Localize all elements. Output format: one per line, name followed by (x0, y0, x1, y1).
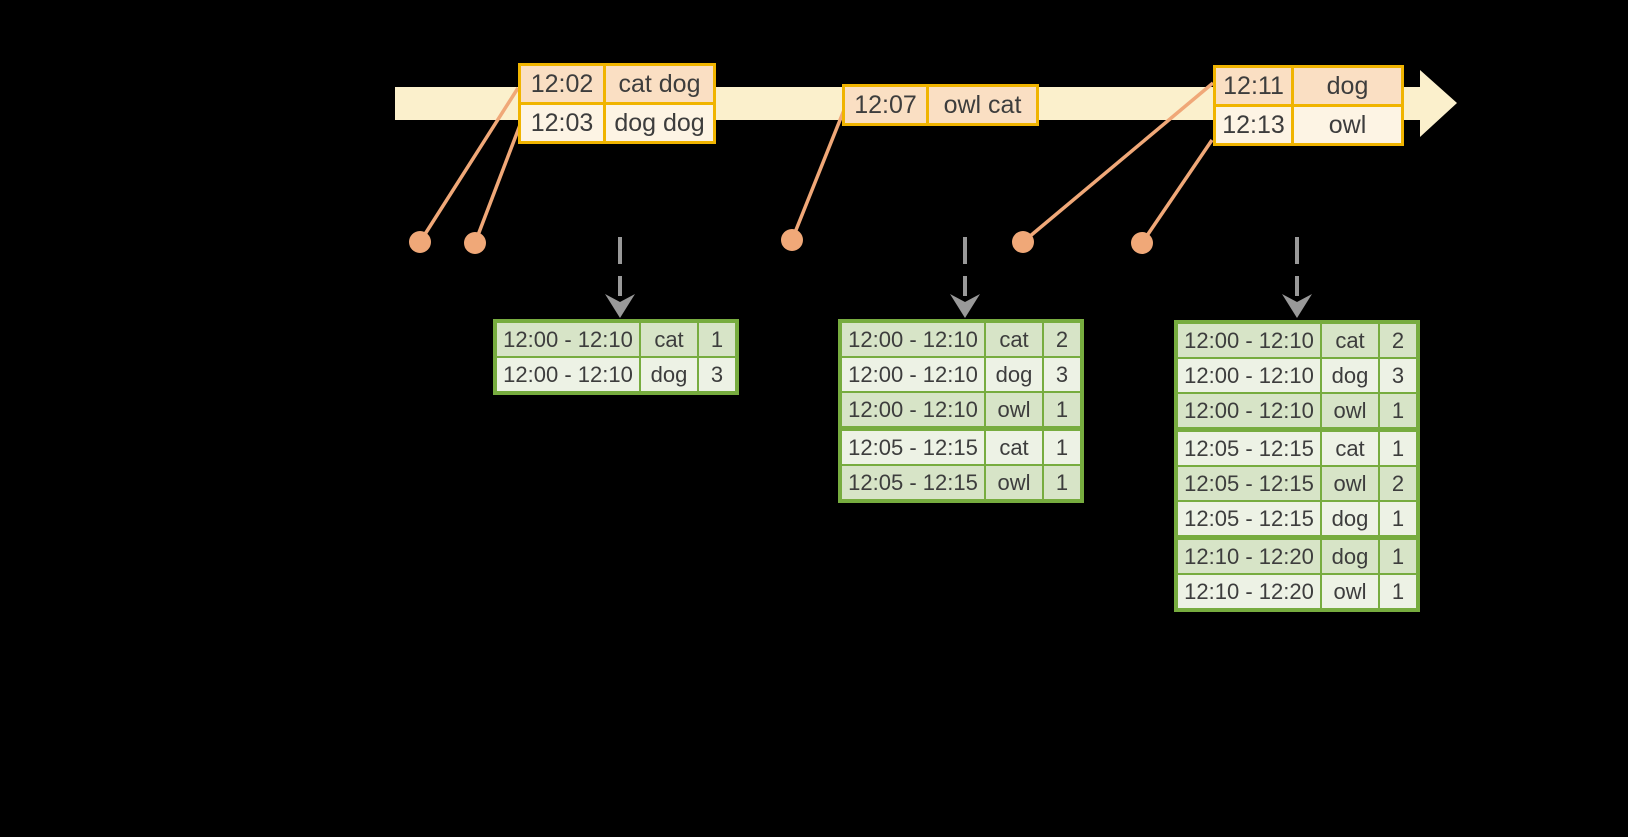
window-cell: 12:00 - 12:10 (497, 358, 639, 391)
result-row: 12:00 - 12:10 cat 1 (497, 323, 735, 356)
word-cell: owl (1322, 394, 1378, 427)
result-row: 12:10 - 12:20 dog 1 (1178, 540, 1416, 573)
result-row: 12:00 - 12:10 cat 2 (1178, 324, 1416, 357)
event-dot (464, 232, 486, 254)
window-cell: 12:10 - 12:20 (1178, 575, 1320, 608)
result-row: 12:00 - 12:10 dog 3 (497, 358, 735, 391)
result-row: 12:05 - 12:15 cat 1 (1178, 432, 1416, 465)
event-time: 12:03 (521, 105, 603, 141)
count-cell: 1 (1380, 394, 1416, 427)
window-cell: 12:05 - 12:15 (842, 466, 984, 499)
window-cell: 12:05 - 12:15 (1178, 502, 1320, 535)
word-cell: cat (1322, 324, 1378, 357)
count-cell: 3 (699, 358, 735, 391)
word-cell: dog (1322, 359, 1378, 392)
event-dot (781, 229, 803, 251)
word-cell: dog (1322, 502, 1378, 535)
window-cell: 12:05 - 12:15 (842, 431, 984, 464)
count-cell: 1 (1044, 466, 1080, 499)
word-cell: owl (986, 393, 1042, 426)
down-arrow-icon (1282, 294, 1312, 318)
event-dots (409, 229, 1153, 254)
connector-line (473, 124, 522, 244)
connector-line (1140, 139, 1214, 244)
count-cell: 1 (699, 323, 735, 356)
word-cell: dog (641, 358, 697, 391)
count-cell: 2 (1044, 323, 1080, 356)
word-cell: dog (1322, 540, 1378, 573)
word-cell: owl (986, 466, 1042, 499)
window-cell: 12:05 - 12:15 (1178, 432, 1320, 465)
result-row: 12:00 - 12:10 cat 2 (842, 323, 1080, 356)
count-cell: 1 (1380, 575, 1416, 608)
result-table-2: 12:00 - 12:10 cat 2 12:00 - 12:10 dog 3 … (838, 319, 1084, 503)
word-cell: cat (986, 431, 1042, 464)
event-table-1: 12:02 cat dog 12:03 dog dog (518, 63, 716, 144)
event-words: owl (1294, 107, 1401, 143)
count-cell: 1 (1380, 540, 1416, 573)
event-row: 12:11 dog (1216, 68, 1401, 104)
window-cell: 12:00 - 12:10 (842, 323, 984, 356)
result-row: 12:05 - 12:15 dog 1 (1178, 502, 1416, 535)
event-dot (409, 231, 431, 253)
timeline-arrow-head-icon (1420, 70, 1457, 137)
event-row: 12:02 cat dog (521, 66, 713, 102)
count-cell: 3 (1380, 359, 1416, 392)
event-words: dog (1294, 68, 1401, 104)
count-cell: 1 (1380, 432, 1416, 465)
result-row: 12:00 - 12:10 dog 3 (842, 358, 1080, 391)
event-words: cat dog (606, 66, 713, 102)
word-cell: cat (641, 323, 697, 356)
event-time: 12:02 (521, 66, 603, 102)
event-dot (1131, 232, 1153, 254)
window-cell: 12:00 - 12:10 (1178, 359, 1320, 392)
count-cell: 2 (1380, 324, 1416, 357)
window-cell: 12:00 - 12:10 (497, 323, 639, 356)
window-cell: 12:10 - 12:20 (1178, 540, 1320, 573)
result-table-3: 12:00 - 12:10 cat 2 12:00 - 12:10 dog 3 … (1174, 320, 1420, 612)
result-row: 12:05 - 12:15 cat 1 (842, 431, 1080, 464)
event-time: 12:13 (1216, 107, 1291, 143)
event-row: 12:13 owl (1216, 107, 1401, 143)
event-row: 12:03 dog dog (521, 105, 713, 141)
result-row: 12:10 - 12:20 owl 1 (1178, 575, 1416, 608)
event-time: 12:07 (845, 87, 926, 123)
window-cell: 12:00 - 12:10 (842, 358, 984, 391)
word-cell: owl (1322, 575, 1378, 608)
window-cell: 12:00 - 12:10 (842, 393, 984, 426)
event-words: dog dog (606, 105, 713, 141)
event-time: 12:11 (1216, 68, 1291, 104)
window-cell: 12:00 - 12:10 (1178, 324, 1320, 357)
count-cell: 3 (1044, 358, 1080, 391)
event-row: 12:07 owl cat (845, 87, 1036, 123)
result-row: 12:00 - 12:10 owl 1 (1178, 394, 1416, 427)
count-cell: 1 (1044, 393, 1080, 426)
word-cell: owl (1322, 467, 1378, 500)
word-cell: cat (986, 323, 1042, 356)
window-cell: 12:05 - 12:15 (1178, 467, 1320, 500)
connector-line (790, 109, 846, 241)
event-table-3: 12:11 dog 12:13 owl (1213, 65, 1404, 146)
event-words: owl cat (929, 87, 1036, 123)
word-cell: dog (986, 358, 1042, 391)
result-row: 12:00 - 12:10 owl 1 (842, 393, 1080, 426)
event-dot (1012, 231, 1034, 253)
result-table-1: 12:00 - 12:10 cat 1 12:00 - 12:10 dog 3 (493, 319, 739, 395)
window-cell: 12:00 - 12:10 (1178, 394, 1320, 427)
result-row: 12:00 - 12:10 dog 3 (1178, 359, 1416, 392)
word-cell: cat (1322, 432, 1378, 465)
count-cell: 1 (1044, 431, 1080, 464)
result-row: 12:05 - 12:15 owl 1 (842, 466, 1080, 499)
down-arrow-icon (605, 294, 635, 318)
result-row: 12:05 - 12:15 owl 2 (1178, 467, 1416, 500)
trigger-arrows (605, 237, 1312, 318)
count-cell: 1 (1380, 502, 1416, 535)
event-table-2: 12:07 owl cat (842, 84, 1039, 126)
down-arrow-icon (950, 294, 980, 318)
count-cell: 2 (1380, 467, 1416, 500)
